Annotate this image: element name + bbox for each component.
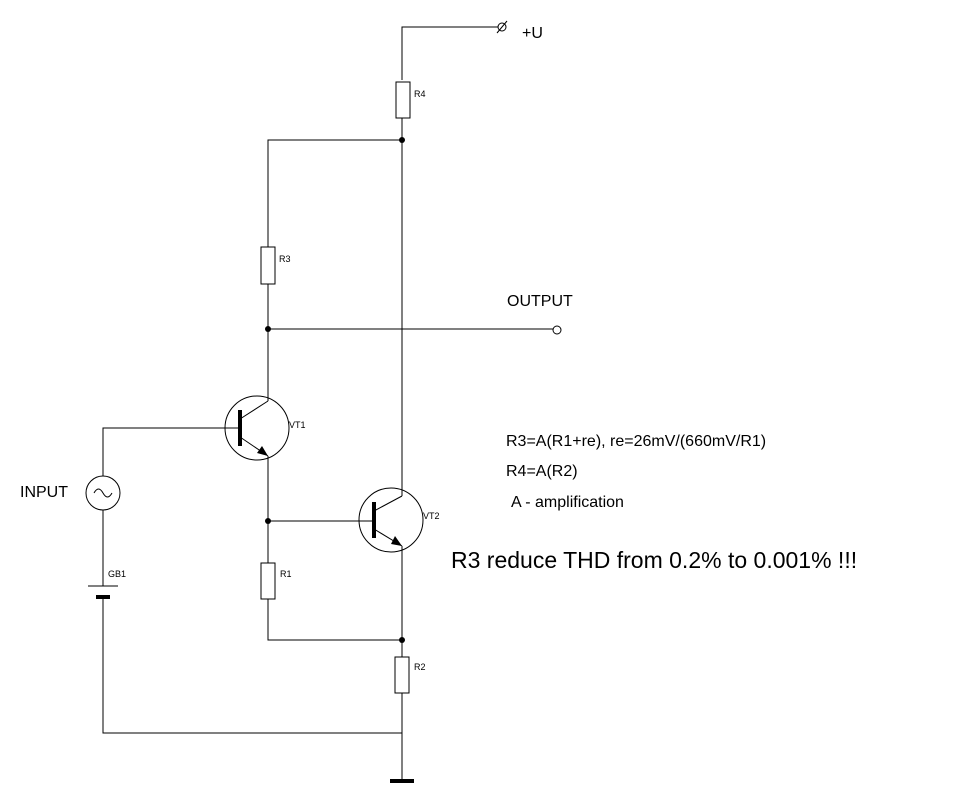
battery-gb1	[88, 585, 118, 599]
formula-r3: R3=A(R1+re), re=26mV/(660mV/R1)	[506, 433, 766, 450]
resistor-r2	[394, 656, 410, 694]
resistor-r4	[395, 81, 411, 119]
r4-label: R4	[414, 89, 426, 99]
amplification-note: A - amplification	[511, 494, 624, 511]
gb1-label: GB1	[108, 569, 126, 579]
r1-label: R1	[280, 569, 292, 579]
r3-label: R3	[279, 254, 291, 264]
input-label: INPUT	[20, 484, 68, 501]
output-terminal	[552, 325, 562, 335]
supply-label: +U	[522, 25, 543, 42]
thd-note: R3 reduce THD from 0.2% to 0.001% !!!	[451, 547, 857, 573]
resistor-r3	[260, 246, 276, 285]
vt1-label: VT1	[289, 420, 306, 430]
transistor-vt1	[204, 395, 290, 461]
supply-terminal	[401, 20, 508, 80]
r2-label: R2	[414, 662, 426, 672]
output-label: OUTPUT	[507, 293, 573, 310]
vt2-label: VT2	[423, 511, 440, 521]
signal-source	[85, 475, 121, 511]
resistor-r1	[260, 562, 276, 600]
transistor-vt2	[358, 487, 424, 553]
formula-r4: R4=A(R2)	[506, 463, 578, 480]
